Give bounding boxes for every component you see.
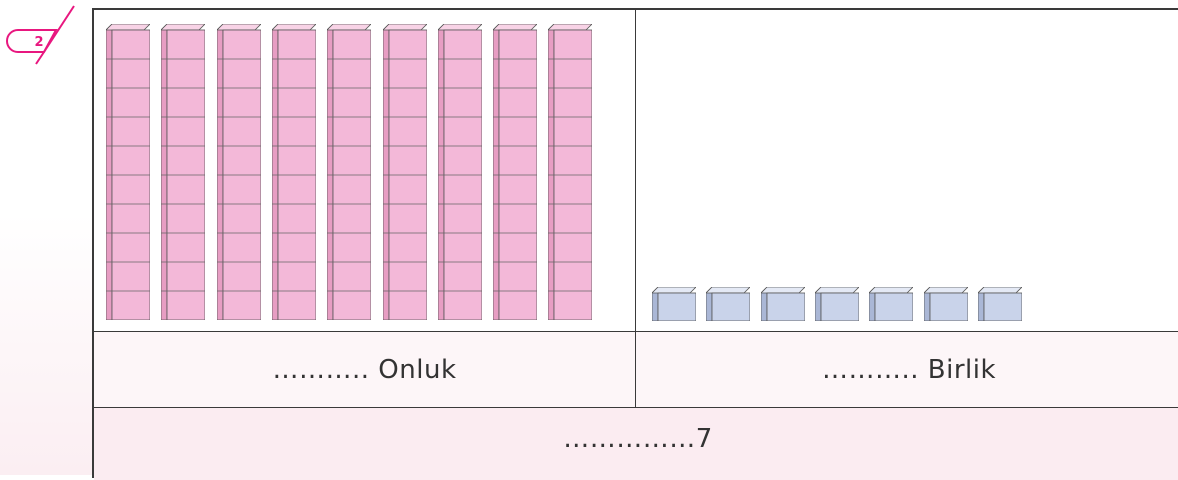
ten-rod (493, 24, 538, 320)
ones-blocks-cell (636, 10, 1178, 332)
unit-cube (706, 287, 751, 321)
question-number-badge: 2 (6, 5, 75, 65)
ten-rod (161, 24, 206, 320)
badge-slash (43, 5, 75, 53)
ten-rod (327, 24, 372, 320)
ten-rod (216, 24, 261, 320)
tens-blocks-cell (94, 10, 636, 332)
ten-rod (548, 24, 593, 320)
tens-label: ……….. Onluk (272, 354, 457, 385)
unit-cube (814, 287, 859, 321)
ten-rod (382, 24, 427, 320)
ten-rod (437, 24, 482, 320)
unit-cube (977, 287, 1022, 321)
place-value-table: ……….. Onluk ……….. Birlik ……………7 (92, 8, 1178, 480)
badge-shape (6, 29, 58, 53)
total-label: ……………7 (563, 424, 713, 454)
tens-label-cell: ……….. Onluk (94, 332, 636, 408)
ten-rod (106, 24, 150, 320)
ones-label-cell: ……….. Birlik (636, 332, 1178, 408)
unit-cube (760, 287, 805, 321)
ones-label: ……….. Birlik (821, 354, 997, 385)
unit-cube (869, 287, 914, 321)
unit-cube (652, 287, 696, 321)
badge-tail (35, 51, 45, 65)
ten-rod (271, 24, 316, 320)
total-cell: ……………7 (94, 408, 1178, 480)
unit-cube (923, 287, 968, 321)
badge-number: 2 (34, 35, 43, 50)
